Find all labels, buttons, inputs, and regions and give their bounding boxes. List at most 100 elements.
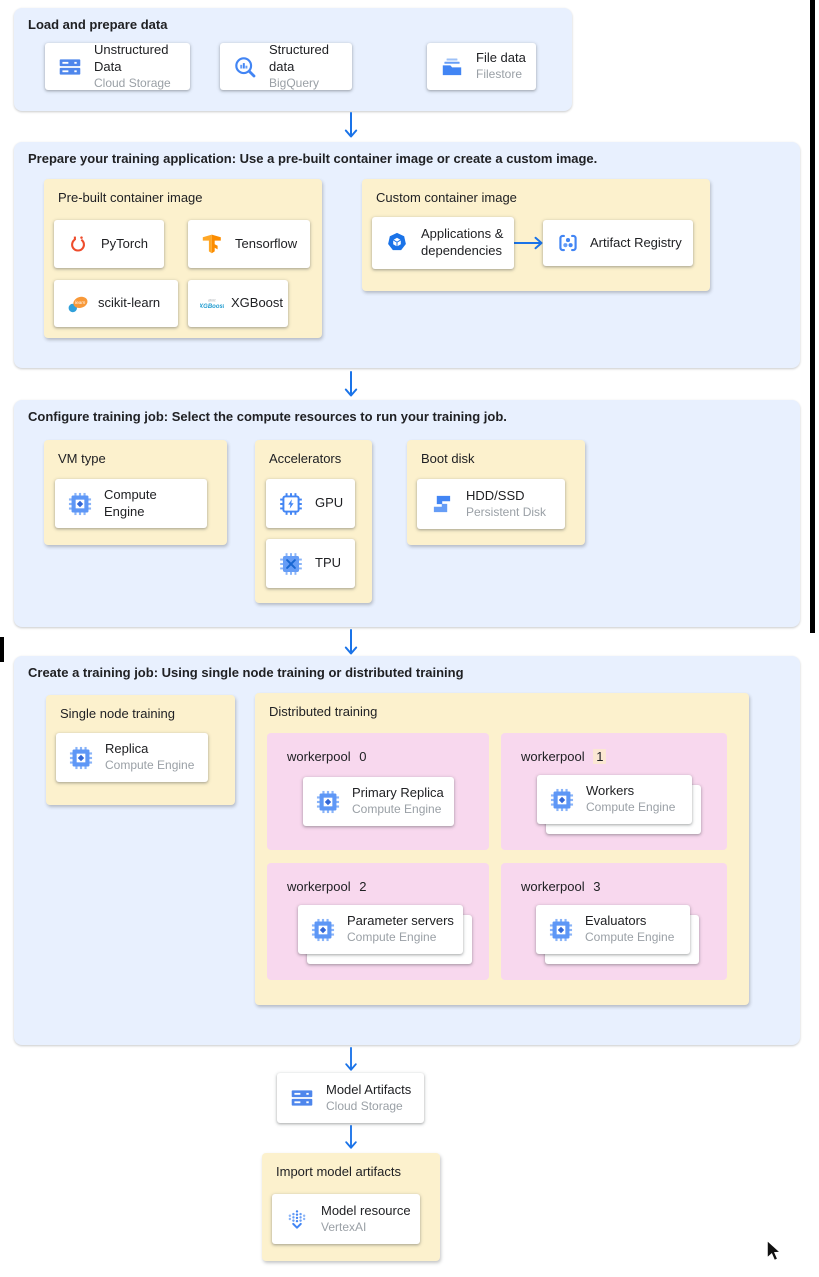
card-text: Parameter servers Compute Engine <box>347 913 454 945</box>
card-subtitle: Cloud Storage <box>326 1098 403 1113</box>
arrow-down-icon <box>344 1125 358 1151</box>
panel-distributed-label: Distributed training <box>269 704 378 719</box>
card-model-resource: Model resource VertexAI <box>272 1194 420 1244</box>
compute-engine-icon <box>549 787 575 813</box>
workerpool-1-label: workerpool 1 <box>521 749 607 764</box>
flow-arrow-down <box>344 1125 358 1151</box>
panel-custom-container: Custom container image Applications & de… <box>362 179 710 291</box>
card-text: Replica Compute Engine <box>105 741 194 773</box>
card-title: Model resource <box>321 1202 411 1218</box>
pool-workerpool-1: workerpool 1 Workers Compute Engine <box>501 733 727 850</box>
card-text: Evaluators Compute Engine <box>585 913 674 945</box>
section-prepare-application: Prepare your training application: Use a… <box>14 142 800 368</box>
panel-custom-label: Custom container image <box>376 190 517 205</box>
screen-edge-artifact-left <box>0 637 4 662</box>
card-title: XGBoost <box>231 295 284 311</box>
stacked-cards: Workers Compute Engine <box>537 775 701 834</box>
card-text: Model resource VertexAI <box>321 1203 411 1235</box>
flow-arrow-down <box>344 1047 358 1073</box>
card-tensorflow: Tensorflow <box>188 220 310 268</box>
card-tpu: TPU <box>266 539 355 588</box>
compute-engine-icon <box>548 917 574 943</box>
card-text: Structured data BigQuery <box>269 42 344 91</box>
card-text: Unstructured Data Cloud Storage <box>94 42 182 91</box>
card-title: TPU <box>315 555 341 571</box>
flow-arrow-down <box>344 371 358 399</box>
artifact-registry-icon <box>555 230 581 256</box>
section-load-title: Load and prepare data <box>28 17 168 32</box>
arrow-down-icon <box>344 1047 358 1073</box>
panel-import-model: Import model artifacts Model resource Ve… <box>262 1153 440 1261</box>
workerpool-number: 2 <box>359 879 367 894</box>
card-title: Model Artifacts <box>326 1081 412 1097</box>
panel-single-node-label: Single node training <box>60 706 175 721</box>
workerpool-number-highlighted: 1 <box>593 749 607 764</box>
tensorflow-icon <box>200 232 224 256</box>
workerpool-number: 0 <box>359 749 367 764</box>
gpu-icon <box>278 491 304 517</box>
card-artifact-registry: Artifact Registry <box>543 220 693 266</box>
card-subtitle: Persistent Disk <box>466 504 547 519</box>
card-subtitle: VertexAI <box>321 1219 367 1234</box>
card-title: HDD/SSD <box>466 487 525 503</box>
panel-single-node: Single node training Replica Compute Eng… <box>46 695 235 805</box>
pool-workerpool-3: workerpool 3 Evaluators Compute Engine <box>501 863 727 980</box>
compute-engine-icon <box>310 917 336 943</box>
stacked-cards: Parameter servers Compute Engine <box>298 905 472 964</box>
arrow-down-icon <box>344 112 358 140</box>
persistent-disk-icon <box>429 491 455 517</box>
workerpool-0-label: workerpool 0 <box>287 749 366 764</box>
card-subtitle: Cloud Storage <box>94 75 171 90</box>
bigquery-icon <box>232 54 258 80</box>
card-applications-dependencies: Applications & dependencies <box>372 217 514 269</box>
panel-vm-type: VM type Compute Engine <box>44 440 227 545</box>
section-configure-job: Configure training job: Select the compu… <box>14 400 800 627</box>
section-create-job: Create a training job: Using single node… <box>14 656 800 1045</box>
panel-accelerators: Accelerators GPU TPU <box>255 440 372 603</box>
filestore-icon <box>439 54 465 80</box>
compute-engine-icon <box>67 491 93 517</box>
mouse-cursor <box>766 1240 782 1261</box>
panel-prebuilt-label: Pre-built container image <box>58 190 203 205</box>
workerpool-label-text: workerpool <box>287 749 351 764</box>
cloud-storage-icon <box>289 1085 315 1111</box>
xgboost-icon <box>200 292 224 316</box>
cloud-storage-icon <box>57 54 83 80</box>
card-unstructured-data: Unstructured Data Cloud Storage <box>45 42 190 91</box>
card-title: Primary Replica <box>352 785 444 801</box>
card-text: Workers Compute Engine <box>586 783 675 815</box>
flow-arrow-down <box>344 629 358 657</box>
card-title: GPU <box>315 495 344 511</box>
panel-distributed: Distributed training workerpool 0 Primar… <box>255 693 749 1005</box>
workerpool-label-text: workerpool <box>521 879 585 894</box>
screen-edge-artifact-right <box>810 0 815 633</box>
card-subtitle: Compute Engine <box>585 930 675 945</box>
card-subtitle: Compute Engine <box>586 800 676 815</box>
flow-arrow-right <box>512 236 546 250</box>
card-text: Model Artifacts Cloud Storage <box>326 1082 411 1114</box>
card-text: HDD/SSD Persistent Disk <box>466 488 546 520</box>
card-title: Parameter servers <box>347 913 454 929</box>
tpu-icon <box>278 551 304 577</box>
compute-engine-icon <box>68 745 94 771</box>
workerpool-label-text: workerpool <box>287 879 351 894</box>
arrow-right-icon <box>512 236 546 250</box>
panel-vm-type-label: VM type <box>58 451 106 466</box>
card-persistent-disk: HDD/SSD Persistent Disk <box>417 479 565 529</box>
pytorch-icon <box>66 232 90 256</box>
pool-workerpool-0: workerpool 0 Primary Replica Compute Eng… <box>267 733 489 850</box>
card-text: Primary Replica Compute Engine <box>352 785 444 817</box>
section-create-title: Create a training job: Using single node… <box>28 665 464 680</box>
card-title: Workers <box>586 783 635 799</box>
card-subtitle: Compute Engine <box>352 802 442 817</box>
section-prepare-title: Prepare your training application: Use a… <box>28 151 598 166</box>
card-title: scikit-learn <box>98 295 161 311</box>
card-title: Compute Engine <box>104 486 157 519</box>
card-title: Artifact Registry <box>590 234 682 250</box>
card-file-data: File data Filestore <box>427 43 536 90</box>
card-title: Replica <box>105 741 149 757</box>
workerpool-2-label: workerpool 2 <box>287 879 366 894</box>
card-subtitle: Compute Engine <box>105 758 195 773</box>
card-scikit-learn: scikit-learn <box>54 280 178 327</box>
